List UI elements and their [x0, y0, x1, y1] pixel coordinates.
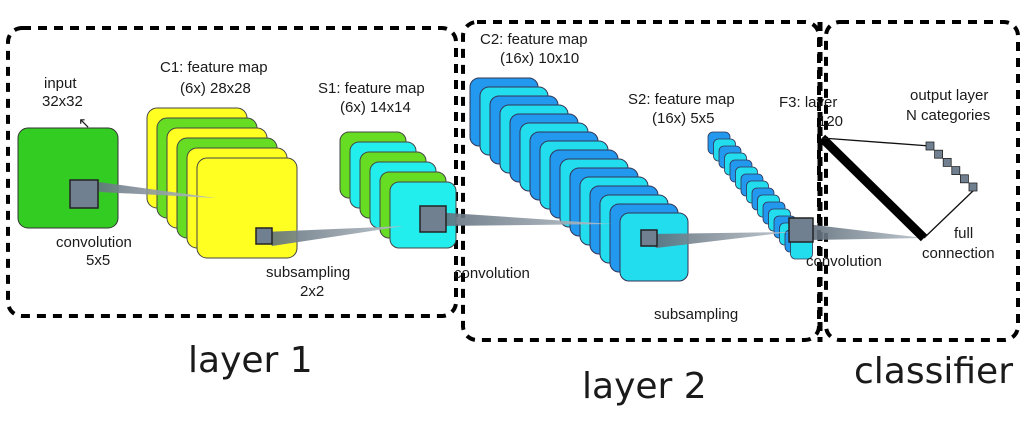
c1-dims: (6x) 28x28: [180, 80, 251, 97]
s2-dims: (16x) 5x5: [652, 110, 715, 127]
output-unit: [960, 174, 969, 184]
output-unit: [934, 149, 943, 159]
full-connection-top: [821, 137, 931, 147]
layer1-boundary-box: [6, 26, 458, 318]
layer2-boundary-box: [461, 20, 821, 342]
c1-title: C1: feature map: [160, 59, 268, 76]
output-layer-units: [925, 141, 978, 192]
subsampling2-label: subsampling: [654, 306, 738, 323]
c2-dims: (16x) 10x10: [500, 50, 579, 67]
conv3-projection: [806, 224, 924, 240]
subsampling1-size: 2x2: [300, 283, 324, 300]
input-label: input: [44, 75, 77, 92]
conv1-projection: [84, 180, 216, 198]
s1-title: S1: feature map: [318, 80, 425, 97]
output-categories-label: N categories: [906, 107, 990, 124]
f3-title: F3: layer: [779, 94, 837, 111]
conv3-kernel: [788, 217, 814, 243]
layer1-section-label: layer 1: [188, 340, 313, 381]
subsample1-kernel: [255, 227, 273, 245]
input-size-label: 32x32: [42, 93, 83, 110]
c2-title: C2: feature map: [480, 31, 588, 48]
classifier-boundary-box: [824, 20, 1020, 342]
subsampling1-label: subsampling: [266, 264, 350, 281]
subsample2-kernel: [640, 229, 658, 247]
c2-feature-map-stack: [469, 77, 689, 282]
conv1-kernel: [69, 179, 99, 209]
conv1-kernel-size: 5x5: [86, 252, 110, 269]
conv2-projection: [434, 212, 612, 226]
conv2-kernel: [419, 205, 447, 233]
input-map: [17, 127, 119, 229]
f3-size: 120: [818, 113, 843, 130]
conv2-label: convolution: [454, 265, 530, 282]
subsample2-projection: [650, 232, 790, 248]
output-unit: [968, 182, 978, 192]
connection-label: connection: [922, 245, 995, 262]
c2-map: [619, 212, 689, 282]
s2-title: S2: feature map: [628, 91, 735, 108]
classifier-section-label: classifier: [854, 351, 1013, 392]
layer2-section-label: layer 2: [582, 366, 707, 407]
f3-layer-bar: [818, 134, 928, 242]
output-unit: [942, 157, 952, 167]
conv3-label: convolution: [806, 253, 882, 270]
output-unit: [925, 141, 935, 151]
full-connection-bottom: [923, 189, 975, 239]
output-unit: [951, 166, 961, 176]
subsample1-projection: [264, 226, 404, 246]
mouse-cursor-icon: ↖: [78, 115, 91, 132]
conv1-label: convolution: [56, 234, 132, 251]
output-layer-label: output layer: [910, 87, 988, 104]
full-label: full: [954, 225, 973, 242]
s1-dims: (6x) 14x14: [340, 99, 411, 116]
